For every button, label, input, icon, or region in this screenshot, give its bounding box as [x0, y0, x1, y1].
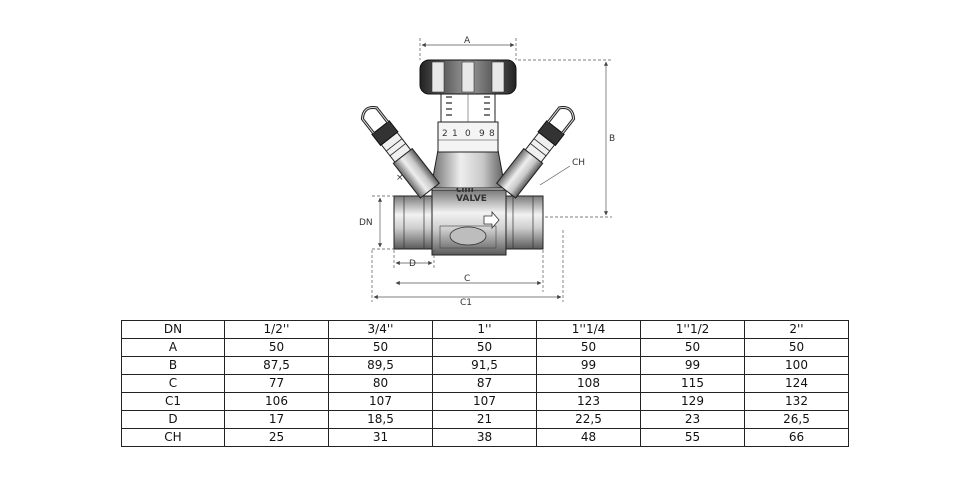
table-header-cell: 1''1/4 — [536, 320, 641, 339]
scale-digit: 0 — [465, 129, 471, 139]
left-test-port — [360, 106, 441, 199]
dim-label-dn: DN — [359, 218, 373, 228]
table-cell: 25 — [224, 428, 329, 447]
table-cell: C1 — [121, 392, 225, 411]
table-cell: 91,5 — [432, 356, 537, 375]
table-cell: 31 — [328, 428, 433, 447]
table-cell: 77 — [224, 374, 329, 393]
table-row: D 17 18,5 21 22,5 23 26,5 — [121, 410, 849, 429]
table-cell: 106 — [224, 392, 329, 411]
dimensions-table: DN 1/2'' 3/4'' 1'' 1''1/4 1''1/2 2'' A 5… — [121, 320, 849, 447]
table-cell: C — [121, 374, 225, 393]
table-cell: 55 — [640, 428, 745, 447]
table-cell: 99 — [536, 356, 641, 375]
valve-body: cim VALVE — [393, 185, 544, 256]
table-header-cell: 1''1/2 — [640, 320, 745, 339]
table-cell: 115 — [640, 374, 745, 393]
table-cell: 87,5 — [224, 356, 329, 375]
table-cell: 87 — [432, 374, 537, 393]
table-cell: 50 — [536, 338, 641, 357]
scale-digit: 9 — [479, 129, 485, 139]
table-cell: 124 — [744, 374, 849, 393]
table-cell: A — [121, 338, 225, 357]
right-test-port — [495, 106, 576, 199]
table-row: C 77 80 87 108 115 124 — [121, 374, 849, 393]
logo-brand: cim — [456, 185, 474, 195]
table-cell: CH — [121, 428, 225, 447]
table-cell: 100 — [744, 356, 849, 375]
table-row: B 87,5 89,5 91,5 99 99 100 — [121, 356, 849, 375]
table-cell: 108 — [536, 374, 641, 393]
close-mark-icon: × — [396, 173, 404, 183]
table-row: CH 25 31 38 48 55 66 — [121, 428, 849, 447]
table-cell: 17 — [224, 410, 329, 429]
dim-label-c1: C1 — [460, 298, 472, 308]
table-cell: D — [121, 410, 225, 429]
table-cell: 89,5 — [328, 356, 433, 375]
table-cell: 80 — [328, 374, 433, 393]
scale-digit: 2 — [442, 129, 448, 139]
table-cell: 26,5 — [744, 410, 849, 429]
table-header-cell: 3/4'' — [328, 320, 433, 339]
dim-label-d: D — [409, 259, 416, 269]
table-cell: 50 — [224, 338, 329, 357]
dim-label-ch: CH — [572, 158, 585, 168]
valve-technical-drawing: cim VALVE 2 1 0 9 8 — [359, 36, 615, 308]
dim-label-c: C — [464, 274, 470, 284]
dim-label-a: A — [464, 36, 471, 46]
table-header-cell: DN — [121, 320, 225, 339]
table-cell: 107 — [328, 392, 433, 411]
table-header-cell: 2'' — [744, 320, 849, 339]
scale-digits: 2 1 0 9 8 — [442, 129, 495, 139]
table-header-cell: 1'' — [432, 320, 537, 339]
table-row: A 50 50 50 50 50 50 — [121, 338, 849, 357]
table-cell: 99 — [640, 356, 745, 375]
table-row: C1 106 107 107 123 129 132 — [121, 392, 849, 411]
table-cell: 107 — [432, 392, 537, 411]
table-header-row: DN 1/2'' 3/4'' 1'' 1''1/4 1''1/2 2'' — [121, 320, 849, 339]
table-cell: 23 — [640, 410, 745, 429]
flow-arrow-icon — [483, 210, 500, 230]
dim-label-b: B — [609, 134, 615, 144]
table-cell: 50 — [328, 338, 433, 357]
valve-bonnet: 2 1 0 9 8 — [430, 91, 506, 189]
table-cell: 50 — [432, 338, 537, 357]
table-cell: 21 — [432, 410, 537, 429]
dimension-lines — [371, 38, 612, 302]
scale-digit: 8 — [489, 129, 495, 139]
table-cell: 38 — [432, 428, 537, 447]
table-header-cell: 1/2'' — [224, 320, 329, 339]
scale-digit: 1 — [452, 129, 458, 139]
table-cell: 50 — [640, 338, 745, 357]
table-cell: 132 — [744, 392, 849, 411]
handwheel — [419, 59, 517, 95]
table-cell: 66 — [744, 428, 849, 447]
table-cell: 18,5 — [328, 410, 433, 429]
table-cell: B — [121, 356, 225, 375]
table-cell: 129 — [640, 392, 745, 411]
table-cell: 48 — [536, 428, 641, 447]
logo-sub: VALVE — [456, 194, 487, 204]
table-cell: 50 — [744, 338, 849, 357]
table-cell: 123 — [536, 392, 641, 411]
table-cell: 22,5 — [536, 410, 641, 429]
